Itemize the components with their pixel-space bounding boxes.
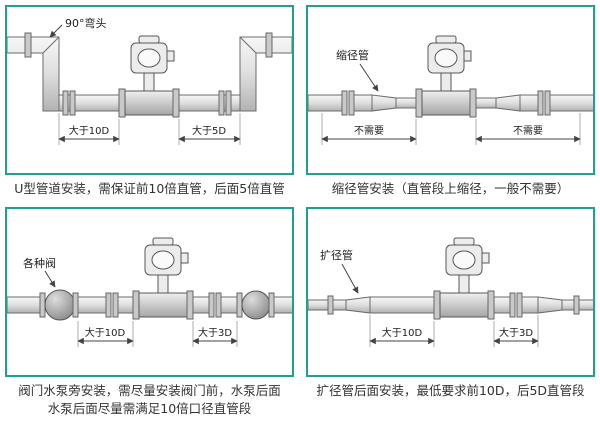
- piping-run: [7, 32, 292, 116]
- dim-label-downstream: 大于3D: [198, 326, 232, 339]
- panel-valve-pump: 大于10D 大于3D 各种阀 阀门水泵旁安装，需尽量安装阀门前，水泵后面: [5, 207, 294, 419]
- piping-run: [7, 289, 292, 321]
- callout-reducer-label: 缩径管: [336, 48, 369, 62]
- dim-label-upstream: 大于10D: [85, 326, 126, 339]
- dimension-downstream: 大于5D: [178, 113, 241, 145]
- callout-expander-label: 扩径管: [320, 248, 353, 262]
- valve-drawing: 大于10D 大于3D 各种阀: [7, 237, 292, 348]
- dimension-downstream: 不需要: [475, 113, 581, 145]
- panel-expander: 大于10D 大于3D 扩径管 扩径管后面安装，最低要求前10D，后5D直管段: [306, 207, 595, 419]
- panel-reducer: 不需要 不需要 缩径管 缩径管安装（直管段上缩径，一般不需要）: [306, 5, 595, 199]
- diagram-grid: 大于10D 大于5D 90°弯头 U型管道安装，需保证前10倍直管，后面5倍: [5, 5, 595, 419]
- panel-u-pipe: 大于10D 大于5D 90°弯头 U型管道安装，需保证前10倍直管，后面5倍: [5, 5, 294, 199]
- diagram-reducer: 不需要 不需要 缩径管: [306, 5, 595, 175]
- dim-label-upstream: 大于10D: [69, 124, 110, 137]
- dim-label-downstream: 大于5D: [192, 124, 226, 137]
- dimension-downstream: 大于3D: [493, 315, 539, 348]
- dim-label-upstream: 大于10D: [382, 326, 423, 339]
- callout-valves: 各种阀: [23, 256, 56, 288]
- caption-expander: 扩径管后面安装，最低要求前10D，后5D直管段: [316, 383, 585, 399]
- expander-drawing: 大于10D 大于3D 扩径管: [308, 237, 593, 348]
- callout-valves-label: 各种阀: [23, 256, 56, 270]
- caption-u-pipe: U型管道安装，需保证前10倍直管，后面5倍直管: [14, 181, 285, 196]
- flowmeter-icon: [132, 237, 194, 320]
- flowmeter-icon: [433, 237, 495, 320]
- dim-label-downstream: 大于3D: [499, 326, 533, 339]
- diagram-valve-pump: 大于10D 大于3D 各种阀: [5, 207, 294, 378]
- dimension-upstream: 大于10D: [369, 315, 435, 348]
- dimension-upstream: 不需要: [321, 113, 417, 145]
- callout-elbow: 90°弯头: [49, 16, 107, 38]
- callout-expander: 扩径管: [320, 248, 359, 294]
- piping-run: [308, 90, 593, 116]
- dimension-downstream: 大于3D: [192, 321, 238, 348]
- dimension-upstream: 大于10D: [58, 113, 120, 145]
- callout-elbow-label: 90°弯头: [65, 16, 107, 30]
- flowmeter-icon: [118, 35, 180, 118]
- callout-reducer: 缩径管: [336, 48, 379, 92]
- dim-label-downstream: 不需要: [513, 125, 543, 137]
- flowmeter-icon: [415, 35, 477, 118]
- caption-valve-pump: 阀门水泵旁安装，需尽量安装阀门前，水泵后面 水泵后面尽量需满足10倍口径直管段: [18, 383, 281, 417]
- pump-valve-ball-icon: [241, 290, 271, 320]
- u-pipe-drawing: 大于10D 大于5D 90°弯头: [7, 16, 292, 145]
- reducer-drawing: 不需要 不需要 缩径管: [308, 35, 593, 145]
- dimension-upstream: 大于10D: [77, 321, 134, 348]
- diagram-u-pipe: 大于10D 大于5D 90°弯头: [5, 5, 294, 175]
- piping-run: [308, 292, 593, 318]
- caption-reducer: 缩径管安装（直管段上缩径，一般不需要）: [331, 181, 570, 196]
- valve-ball-icon: [44, 289, 76, 321]
- dim-label-upstream: 不需要: [354, 125, 384, 137]
- diagram-expander: 大于10D 大于3D 扩径管: [306, 207, 595, 378]
